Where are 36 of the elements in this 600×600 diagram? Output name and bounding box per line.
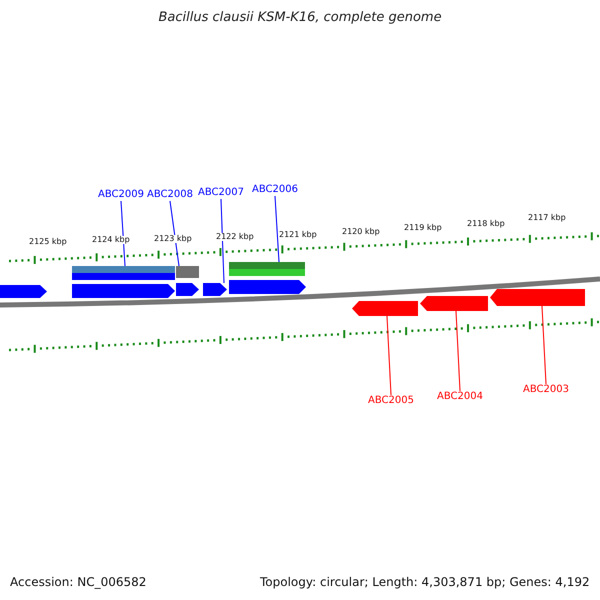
scale-label: 2123 kbp: [154, 235, 192, 243]
footer-text: Accession: NC_006582: [10, 576, 146, 588]
gene-feature: [176, 283, 199, 296]
scale-label: 2125 kbp: [29, 238, 67, 246]
gene-bar: [176, 266, 199, 278]
leader-line: [120, 200, 126, 266]
leader-line: [220, 198, 224, 284]
scale-label: 2120 kbp: [342, 228, 380, 236]
scale-label: 2117 kbp: [528, 214, 566, 222]
gene-label: ABC2004: [437, 392, 483, 402]
scale-label: 2122 kbp: [216, 233, 254, 241]
leader-line: [170, 200, 180, 266]
scale-label: 2119 kbp: [404, 224, 442, 232]
gene-bar: [229, 262, 305, 276]
leader-line: [386, 316, 392, 396]
gene-label: ABC2006: [252, 185, 298, 195]
gene-feature: [0, 285, 47, 298]
gene-label: ABC2008: [147, 190, 193, 200]
gene-feature: [490, 289, 585, 306]
gene-label: ABC2003: [523, 385, 569, 395]
gene-feature: [352, 301, 418, 316]
leader-line: [456, 310, 460, 392]
gene-label: ABC2009: [98, 190, 144, 200]
gene-label: ABC2005: [368, 396, 414, 406]
gene-feature: [229, 280, 306, 294]
leader-line: [542, 306, 546, 384]
title: Bacillus clausii KSM-K16, complete genome: [158, 11, 442, 24]
footer-text: Topology: circular; Length: 4,303,871 bp; Genes: 4,192: [260, 576, 590, 588]
gene-feature: [203, 283, 227, 296]
leader-line: [274, 196, 280, 262]
scale-label: 2121 kbp: [279, 231, 317, 239]
gene-feature: [420, 296, 488, 311]
scale-label: 2118 kbp: [467, 220, 505, 228]
gene-bar: [72, 266, 175, 280]
scale-label: 2124 kbp: [92, 236, 130, 244]
gene-label: ABC2007: [198, 188, 244, 198]
